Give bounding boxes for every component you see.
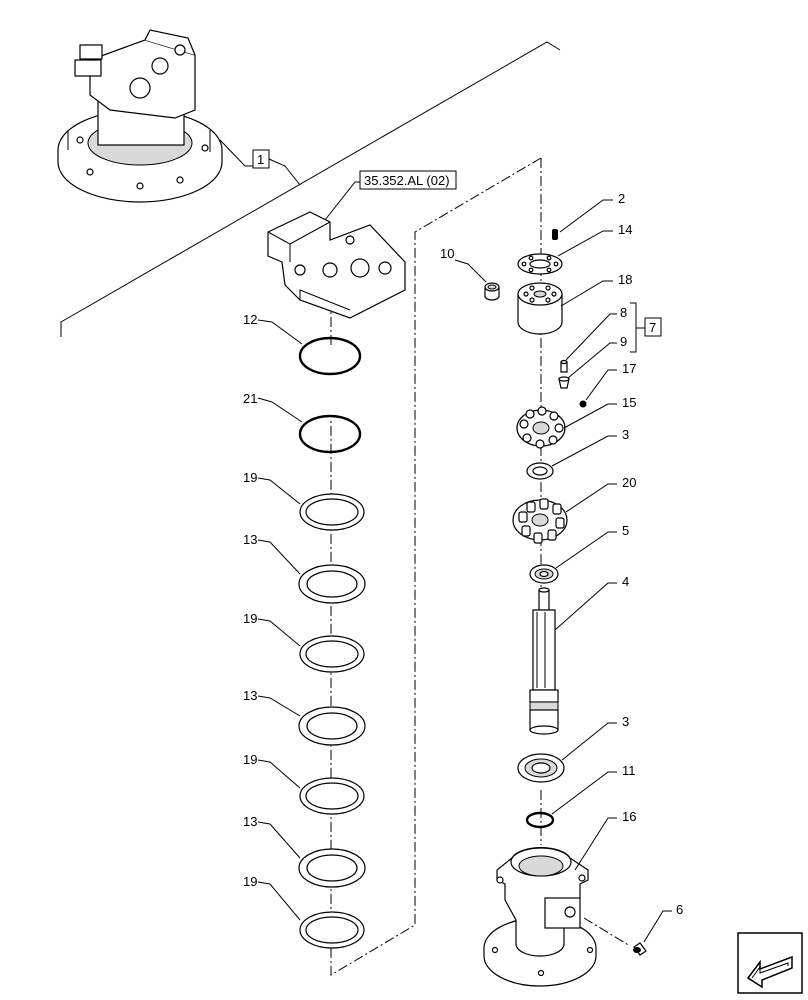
piston-assembly-20: 20: [512, 475, 636, 544]
cylinder-block-18: 18: [517, 272, 632, 335]
callout-12-label: 12: [243, 312, 257, 327]
friction-plate-13b: 13: [243, 688, 366, 746]
separator-plate-19b: 19: [243, 611, 365, 673]
kit-7-bracket: 7: [630, 302, 662, 353]
callout-19d-label: 19: [243, 874, 257, 889]
pin-8: 8: [560, 305, 627, 373]
callout-13b-label: 13: [243, 688, 257, 703]
callout-11-label: 11: [622, 763, 636, 778]
callout-19c-label: 19: [243, 752, 257, 767]
callout-13c-label: 13: [243, 814, 257, 829]
callout-21-label: 21: [243, 391, 257, 406]
spring-plate-14: 14: [517, 222, 632, 275]
callout-1-label: 1: [257, 152, 264, 167]
callout-3a-label: 3: [622, 427, 629, 442]
swing-motor-assembly-overview: [57, 29, 223, 203]
callout-18-label: 18: [618, 272, 632, 287]
shaft-4: 4: [529, 574, 629, 735]
callout-17-label: 17: [622, 361, 636, 376]
callout-16-label: 16: [622, 809, 636, 824]
pin-2: 2: [552, 191, 625, 240]
bearing-3b: 3: [517, 714, 629, 783]
callout-9-label: 9: [620, 334, 627, 349]
o-ring-21: 21: [243, 391, 362, 454]
separator-plate-19a: 19: [243, 470, 365, 531]
callout-15-label: 15: [622, 395, 636, 410]
plug-10: 10: [440, 246, 500, 301]
separator-plate-19d: 19: [243, 874, 365, 949]
friction-plate-13a: 13: [243, 532, 366, 604]
o-ring-12: 12: [243, 312, 362, 376]
valve-block: [267, 211, 406, 319]
o-ring-11: 11: [525, 763, 636, 829]
callout-19b-label: 19: [243, 611, 257, 626]
bearing-5: 5: [529, 523, 629, 584]
callout-2-label: 2: [618, 191, 625, 206]
callout-1: 1: [219, 139, 301, 186]
plug-6: 6: [583, 902, 683, 956]
callout-13a-label: 13: [243, 532, 257, 547]
callout-7-label: 7: [649, 320, 656, 335]
spherical-bush-3a: 3: [526, 427, 629, 480]
retainer-plate-15: 15: [516, 395, 636, 449]
ball-guide-9: 9: [558, 334, 627, 389]
reference-code[interactable]: 35.352.AL (02): [364, 173, 450, 188]
callout-4-label: 4: [622, 574, 629, 589]
section-divider: [60, 41, 561, 337]
friction-plate-13c: 13: [243, 814, 366, 888]
reference-link[interactable]: 35.352.AL (02): [324, 170, 457, 221]
callout-14-label: 14: [618, 222, 632, 237]
callout-19a-label: 19: [243, 470, 257, 485]
callout-10-label: 10: [440, 246, 454, 261]
back-arrow-icon[interactable]: [737, 932, 803, 994]
callout-5-label: 5: [622, 523, 629, 538]
callout-8-label: 8: [620, 305, 627, 320]
callout-20-label: 20: [622, 475, 636, 490]
callout-6-label: 6: [676, 902, 683, 917]
ball-17: 17: [579, 361, 636, 408]
callout-3b-label: 3: [622, 714, 629, 729]
housing-16: 16: [483, 809, 636, 987]
separator-plate-19c: 19: [243, 752, 365, 815]
